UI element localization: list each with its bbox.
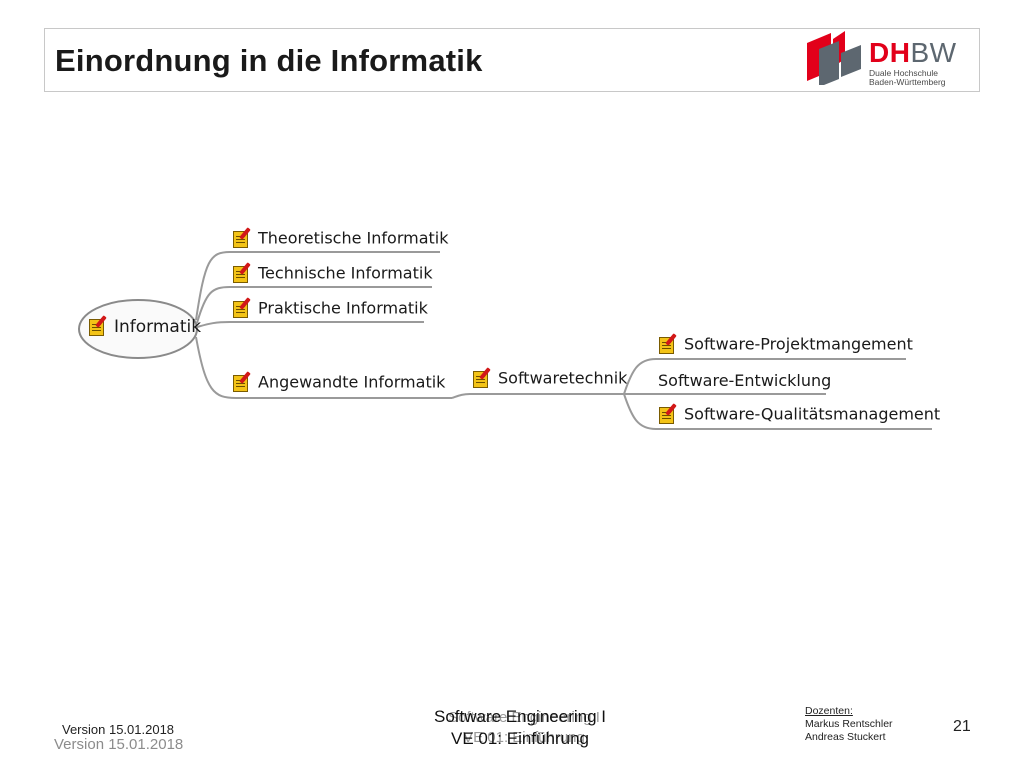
node-branch-technisch: Technische Informatik [232,262,433,285]
footer-course-line2: VE 01: Einführung [451,729,589,748]
node-child-label: Software-Qualitätsmanagement [684,404,941,424]
footer-course-ghost: Software Engineering I VE 01: Einführung [404,708,644,748]
logo-line2: Baden-Württemberg [869,77,946,87]
node-branch-angewandt: Angewandte Informatik [232,371,446,394]
node-sw-projektmanagement: Software-Projektmangement [658,333,913,356]
footer-course-ghost-line2: VE 01: Einführung [463,729,585,746]
dhbw-logo: DHBW Duale Hochschule Baden-Württemberg [801,29,977,91]
footer-course-line1: Software Engineering I [434,707,606,726]
node-softwaretechnik-label: Softwaretechnik [498,368,628,388]
node-child-label: Software-Projektmangement [684,334,913,354]
footer-course: Software Engineering I VE 01: Einführung [400,706,640,750]
slide-title: Einordnung in die Informatik [55,43,483,78]
slide-header: Einordnung in die Informatik DHBW Duale … [44,28,980,92]
node-branch-label: Praktische Informatik [258,298,428,318]
note-pencil-icon [658,333,678,356]
node-root: Informatik [88,315,202,338]
footer-course-ghost-line1: Software Engineering I [448,709,600,726]
note-pencil-icon [472,367,492,390]
dhbw-logo-mark-icon [807,31,861,85]
note-pencil-icon [88,315,108,338]
note-pencil-icon [232,297,252,320]
footer-version: Version 15.01.2018 [62,722,175,737]
note-pencil-icon [232,262,252,285]
node-branch-label: Theoretische Informatik [258,228,449,248]
note-pencil-icon [658,403,678,426]
node-softwaretechnik: Softwaretechnik [472,367,628,390]
node-branch-praktisch: Praktische Informatik [232,297,428,320]
node-branch-label: Technische Informatik [258,263,433,283]
dhbw-logo-text: DHBW Duale Hochschule Baden-Württemberg [869,37,957,87]
node-branch-label: Angewandte Informatik [258,372,446,392]
note-pencil-icon [232,371,252,394]
footer-version-ghost: Version 15.01.2018 [54,736,184,753]
node-branch-theoretisch: Theoretische Informatik [232,227,449,250]
lecturers-label: Dozenten: [805,705,853,717]
logo-bw: BW [910,37,957,68]
page-number: 21 [953,718,971,735]
lecturer-name: Andreas Stuckert [805,731,886,743]
node-child-label: Software-Entwicklung [658,371,832,390]
node-root-label: Informatik [114,317,202,337]
lecturer-name: Markus Rentschler [805,718,893,730]
logo-line1: Duale Hochschule [869,68,938,78]
logo-dh: DH [869,37,911,68]
footer-lecturers: Dozenten: Markus Rentschler Andreas Stuc… [805,705,893,744]
node-sw-entwicklung: Software-Entwicklung [658,371,831,390]
note-pencil-icon [232,227,252,250]
node-sw-qualitaet: Software-Qualitätsmanagement [658,403,941,426]
